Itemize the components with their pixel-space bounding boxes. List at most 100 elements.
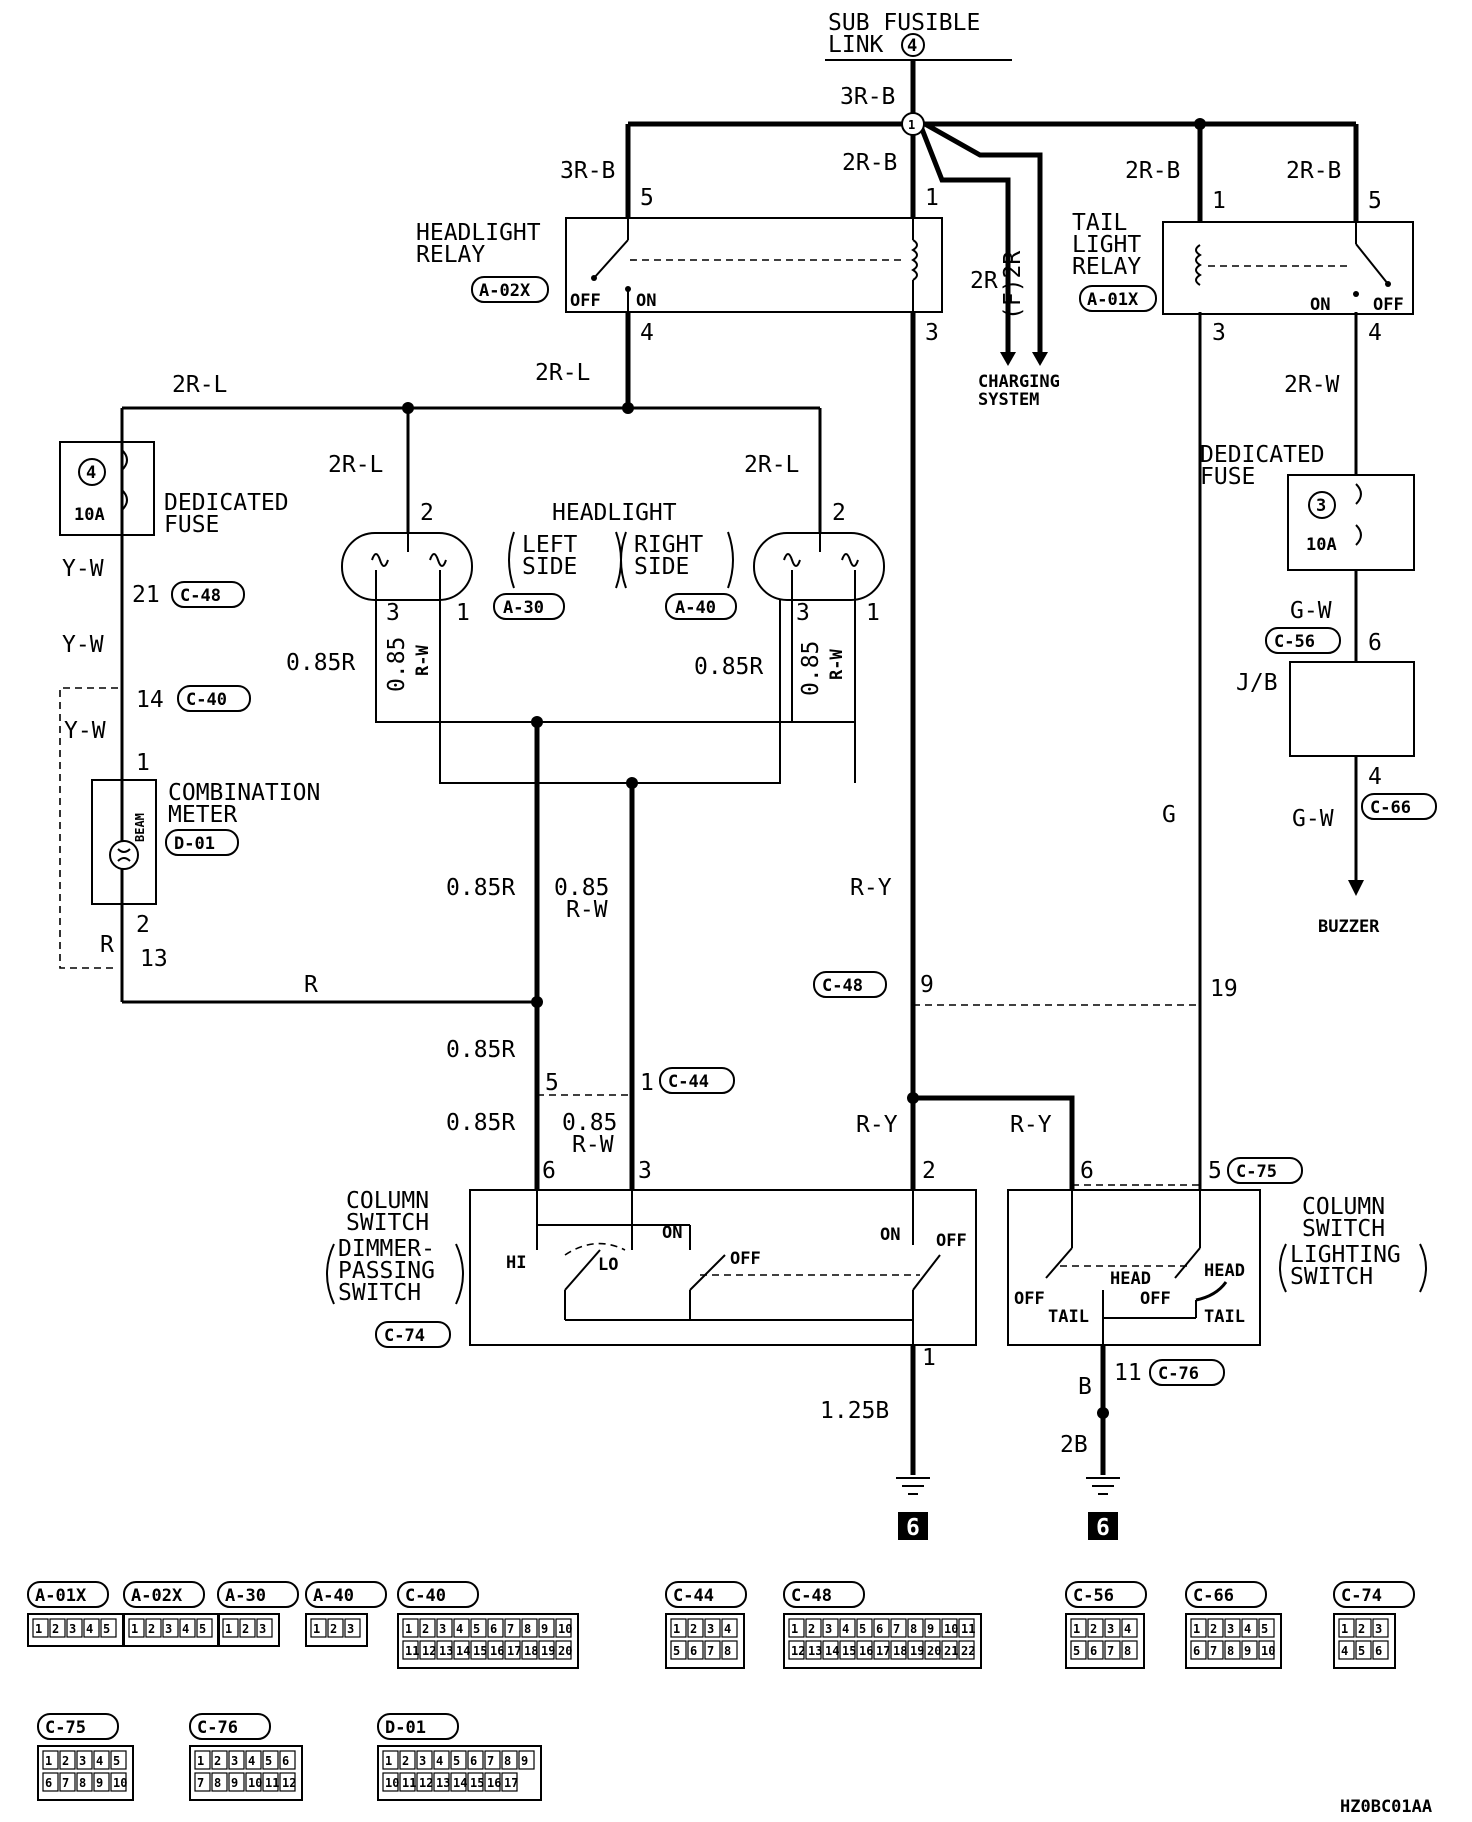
tail-relay-name2: LIGHT	[1072, 232, 1141, 258]
fusible-link-number: 4	[907, 36, 917, 56]
legend-pin: 14	[456, 1644, 470, 1658]
wire-ground2: 2B	[1060, 1432, 1088, 1458]
legend-tag: C-74	[1341, 1586, 1382, 1606]
pin-lamp-r-2: 2	[832, 500, 846, 526]
legend-pin: 3	[347, 1622, 354, 1636]
wire-rw085-mid-a: 0.85	[554, 875, 609, 901]
wire-tail-out: 2R-W	[1284, 372, 1340, 398]
legend-pin: 6	[45, 1776, 52, 1790]
legend-pin: 2	[148, 1622, 155, 1636]
legend-pin: 2	[422, 1622, 429, 1636]
pin-cs-3: 3	[638, 1158, 652, 1184]
fuse3-name2: FUSE	[1200, 464, 1255, 490]
legend-pin: 9	[231, 1776, 238, 1790]
wire-rw085-left-b: R-W	[413, 645, 433, 676]
wire-r085-right: 0.85R	[694, 654, 763, 680]
wire-lamp-left: 2R-L	[328, 452, 383, 478]
legend-pin: 12	[419, 1776, 433, 1790]
headlight-right	[753, 532, 885, 601]
dimmer-lo: LO	[598, 1255, 618, 1275]
wire-r085-low1: 0.85R	[446, 1037, 515, 1063]
legend-pin: 1	[791, 1622, 798, 1636]
wire-main: 3R-B	[840, 84, 895, 110]
legend-pin: 11	[405, 1644, 419, 1658]
hl-relay-name2: RELAY	[416, 242, 485, 268]
legend-pin: 11	[402, 1776, 416, 1790]
legend-pin: 2	[62, 1754, 69, 1768]
legend-pin: 4	[842, 1622, 849, 1636]
legend-pin: 2	[1090, 1622, 1097, 1636]
meter-name1: COMBINATION	[168, 780, 320, 806]
legend-pin: 4	[724, 1622, 731, 1636]
jb-name: J/B	[1236, 670, 1278, 696]
legend-pin: 16	[487, 1776, 501, 1790]
legend-pin: 5	[1358, 1644, 1365, 1658]
legend-pin: 6	[690, 1644, 697, 1658]
tail-relay-name1: TAIL	[1072, 210, 1127, 236]
wire-hl-coil-feed: 2R-B	[842, 150, 897, 176]
pin-c44-5: 5	[545, 1070, 559, 1096]
pin-lamp-r-3: 3	[796, 600, 810, 626]
legend-pin: 1	[35, 1622, 42, 1636]
conn-c40: C-40	[186, 690, 227, 710]
legend-pin: 12	[791, 1644, 805, 1658]
pin-lamp-r-1: 1	[866, 600, 880, 626]
pin-ls-6: 6	[1080, 1158, 1094, 1184]
legend-pin: 4	[1124, 1622, 1131, 1636]
legend-pin: 9	[1244, 1644, 1251, 1658]
legend-pin: 2	[242, 1622, 249, 1636]
fuse3-rating: 10A	[1306, 535, 1337, 555]
pin-tl-3: 3	[1212, 320, 1226, 346]
wire-lamp-right: 2R-L	[744, 452, 799, 478]
headlight-left1: LEFT	[522, 532, 578, 558]
conn-a40: A-40	[675, 598, 716, 618]
lighting-off2: OFF	[1140, 1289, 1171, 1309]
fuse3-name1: DEDICATED	[1200, 442, 1325, 468]
legend-pin: 13	[808, 1644, 822, 1658]
legend-pin: 15	[842, 1644, 856, 1658]
legend-pin: 4	[1244, 1622, 1251, 1636]
dimmer-off1: OFF	[730, 1249, 761, 1269]
meter-conn: D-01	[174, 834, 215, 854]
column-switch-lighting: OFF TAIL HEAD OFF HEAD TAIL	[1007, 1189, 1261, 1346]
pin-c48-19: 19	[1210, 976, 1238, 1002]
legend-pin: 22	[961, 1644, 975, 1658]
wire-gw2: G-W	[1292, 806, 1334, 832]
pin-cs-6: 6	[542, 1158, 556, 1184]
conn-c75: C-75	[1236, 1162, 1277, 1182]
legend-pin: 3	[165, 1622, 172, 1636]
legend-pin: 10	[248, 1776, 262, 1790]
legend-pin: 1	[313, 1622, 320, 1636]
legend-pin: 7	[893, 1622, 900, 1636]
legend-pin: 7	[197, 1776, 204, 1790]
legend-pin: 10	[113, 1776, 127, 1790]
pin-meter-13: 13	[140, 946, 168, 972]
legend-pin: 9	[96, 1776, 103, 1790]
dimmer-on1: ON	[662, 1223, 682, 1243]
hl-relay-conn: A-02X	[479, 281, 531, 301]
legend-pin: 6	[490, 1622, 497, 1636]
pin-ls-5: 5	[1208, 1158, 1222, 1184]
legend-pin: 3	[707, 1622, 714, 1636]
wire-r085-left: 0.85R	[286, 650, 355, 676]
legend-pin: 10	[385, 1776, 399, 1790]
legend-pin: 5	[265, 1754, 272, 1768]
pin-ls-11: 11	[1114, 1360, 1142, 1386]
legend-pin: 5	[673, 1644, 680, 1658]
wire-tail-feed: 2R-B	[1286, 158, 1341, 184]
legend-pin: 3	[1107, 1622, 1114, 1636]
legend-pin: 3	[79, 1754, 86, 1768]
wire-r-bottom: R	[304, 972, 318, 998]
legend-pin: 2	[690, 1622, 697, 1636]
sub-fusible-link-subtitle: LINK	[828, 32, 884, 58]
legend-pin: 7	[1107, 1644, 1114, 1658]
legend-pin: 20	[558, 1644, 572, 1658]
legend-pin: 6	[876, 1622, 883, 1636]
wire-rw085-right-a: 0.85	[798, 641, 824, 696]
headlight-right1: RIGHT	[634, 532, 703, 558]
legend-pin: 4	[436, 1754, 443, 1768]
